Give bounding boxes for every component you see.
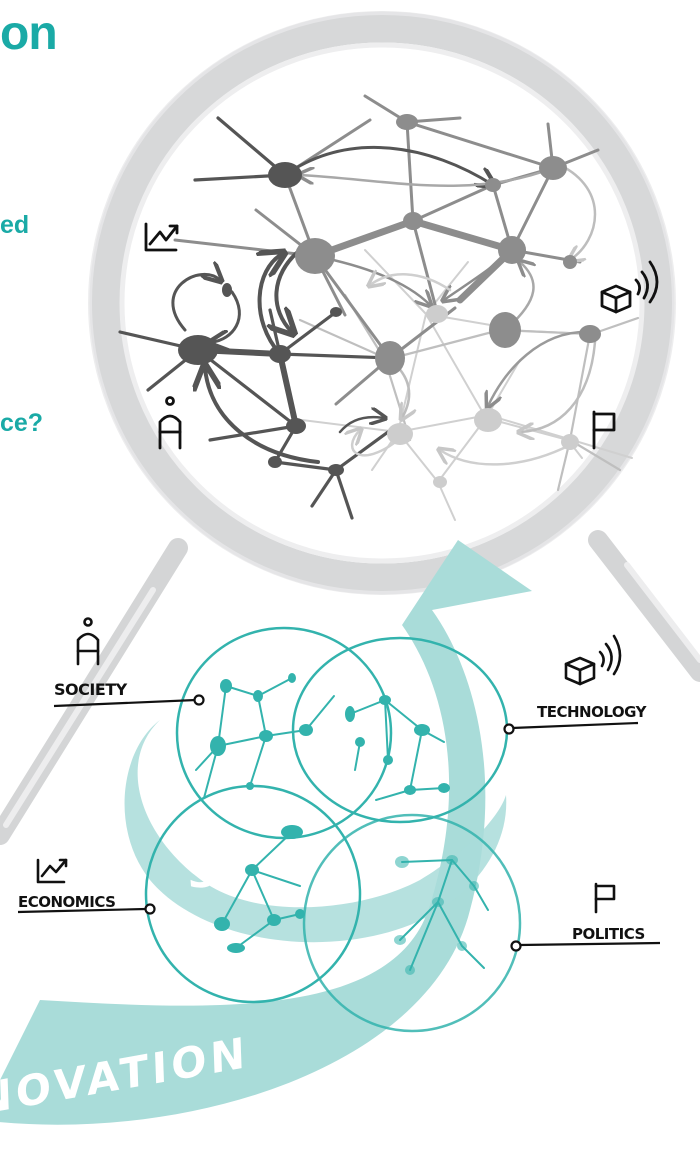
technology-cube-signal-icon (566, 636, 620, 684)
title-fragment: on (0, 6, 57, 61)
economics-label: ECONOMICS (18, 893, 115, 911)
economics-callout: ECONOMICS (18, 860, 155, 914)
svg-text:SYSTEMS: SYSTEMS (185, 835, 425, 897)
economics-trend-icon (146, 224, 177, 250)
technology-label: TECHNOLOGY (537, 703, 648, 721)
cropped-text-fragment: ed (0, 211, 29, 240)
society-person-icon (78, 619, 98, 665)
society-label: SOCIETY (54, 680, 128, 699)
cropped-text-fragment: ce? (0, 409, 43, 438)
technology-callout: TECHNOLOGY (505, 636, 648, 734)
economics-trend-icon (38, 860, 66, 882)
politics-label: POLITICS (572, 925, 645, 943)
systems-label: SYSTEMS (185, 835, 425, 897)
politics-flag-icon (596, 884, 614, 912)
politics-callout: POLITICS (512, 884, 661, 951)
network-diagram (120, 96, 638, 520)
